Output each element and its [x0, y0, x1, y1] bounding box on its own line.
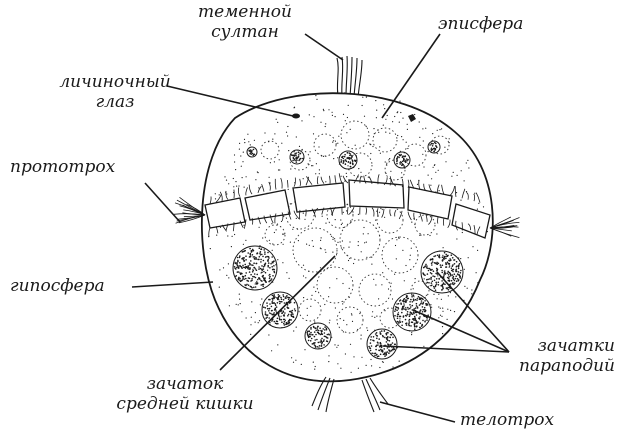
leader-telotroch: [380, 402, 455, 422]
label-telotroch: телотрох: [460, 410, 554, 430]
label-hyposphere: гипосфера: [10, 276, 105, 296]
label-episphere: эписфера: [438, 14, 523, 34]
leader-episphere: [382, 34, 440, 118]
telotroch-drawing: [312, 377, 388, 412]
larva-body-outline: [202, 93, 493, 381]
larval-eye-spot: [292, 114, 300, 119]
label-larval-eye: личиночный глаз: [55, 72, 175, 112]
apical-tuft-drawing: [337, 56, 362, 98]
leader-hyposphere: [132, 282, 213, 287]
label-prototroch: прототрох: [10, 157, 115, 177]
label-midgut-rudiment: зачаток средней кишки: [105, 374, 265, 414]
leader-apical-tuft: [305, 34, 343, 60]
label-apical-tuft: теменной султан: [185, 2, 305, 42]
leader-prototroch: [145, 183, 180, 222]
label-parapodia-rudiments: зачатки параподий: [495, 336, 615, 376]
